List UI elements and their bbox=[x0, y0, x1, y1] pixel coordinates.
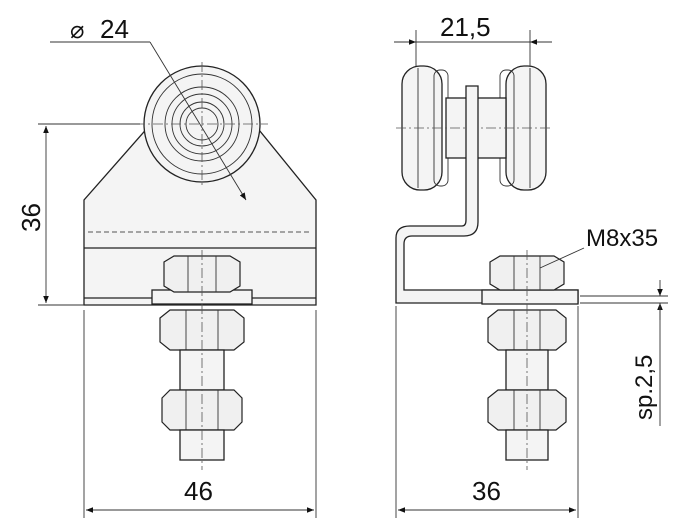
diameter-value: 24 bbox=[100, 14, 129, 44]
front-bottom-nut bbox=[161, 389, 243, 431]
thickness-value: sp.2,5 bbox=[631, 355, 658, 420]
front-height-value: 36 bbox=[16, 203, 46, 232]
wheel-span-dimension: 21,5 bbox=[394, 12, 552, 66]
front-wheel bbox=[135, 62, 268, 186]
side-view: 21,5 M8x35 sp.2,5 36 bbox=[394, 12, 668, 518]
diameter-dimension: ⌀ 24 bbox=[50, 14, 247, 201]
bolt-callout: M8x35 bbox=[539, 225, 658, 269]
thickness-dimension: sp.2,5 bbox=[580, 280, 668, 426]
front-width-dimension: 46 bbox=[83, 310, 317, 518]
diameter-symbol: ⌀ bbox=[70, 17, 84, 44]
side-width-value: 36 bbox=[472, 476, 501, 506]
wheel-span-value: 21,5 bbox=[440, 12, 491, 42]
front-view: ⌀ 24 36 46 bbox=[16, 14, 317, 518]
front-width-value: 46 bbox=[184, 476, 213, 506]
front-height-dimension: 36 bbox=[16, 123, 140, 306]
bolt-spec: M8x35 bbox=[586, 225, 658, 252]
side-width-dimension: 36 bbox=[395, 306, 579, 518]
